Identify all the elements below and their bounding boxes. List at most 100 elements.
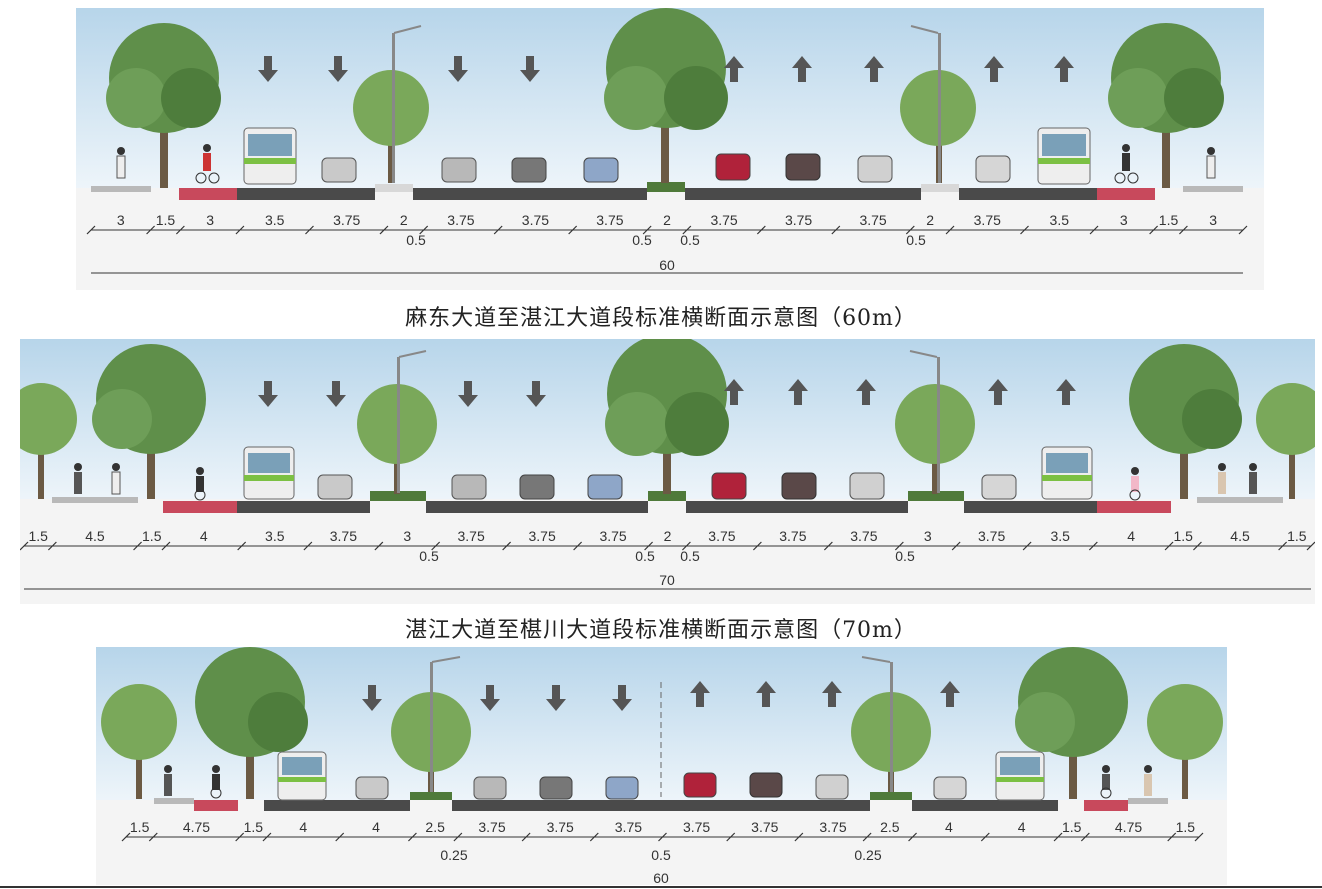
segment-width-label: 4.5 — [1230, 528, 1250, 544]
dimension-tick — [502, 541, 512, 551]
dimension-tick — [1088, 541, 1098, 551]
dimension-tick — [568, 225, 578, 235]
car-icon — [441, 157, 477, 183]
pedestrian-icon — [116, 147, 126, 179]
dimension-tick — [303, 541, 313, 551]
car-icon — [975, 155, 1011, 183]
bike-lane-right — [1084, 800, 1128, 811]
segment-width-label: 3.75 — [333, 212, 360, 228]
segment-width-label: 2 — [663, 212, 671, 228]
segment-width-label: 3.75 — [779, 528, 806, 544]
tree-icon — [92, 344, 206, 499]
dimension-tick — [146, 225, 156, 235]
arrow-up-icon — [856, 379, 876, 405]
pedestrian-icon — [74, 463, 82, 494]
segment-width-label: 3.75 — [683, 819, 710, 835]
car-icon — [519, 474, 555, 500]
arrow-up-icon — [788, 379, 808, 405]
car-icon — [781, 472, 817, 500]
sidewalk-right — [1183, 186, 1243, 192]
tree-icon — [353, 70, 429, 183]
dimension-tick — [419, 225, 429, 235]
dimension-tick — [493, 225, 503, 235]
car-icon — [587, 474, 623, 500]
arrow-down-icon — [258, 56, 278, 82]
arrow-up-icon — [724, 56, 744, 82]
arrow-down-icon — [612, 685, 632, 711]
cyclist-icon — [195, 144, 220, 184]
lanes-right-outer — [959, 188, 1097, 200]
lanes-right-main — [685, 188, 921, 200]
segment-width-label: 1.5 — [1176, 819, 1196, 835]
dimension-tick — [47, 541, 57, 551]
dimension-tick — [121, 832, 131, 842]
segment-width-label: 3.75 — [615, 819, 642, 835]
tree-icon — [605, 339, 729, 494]
central-median — [647, 182, 685, 192]
total-width-label: 70 — [659, 572, 675, 588]
bus-icon — [243, 446, 295, 500]
dimension-tick — [642, 225, 652, 235]
offset-label: 0.5 — [406, 232, 426, 248]
arrow-down-icon — [326, 381, 346, 407]
car-icon — [473, 776, 507, 800]
arrow-up-icon — [864, 56, 884, 82]
segment-width-label: 1.5 — [142, 528, 162, 544]
dimension-tick — [20, 541, 29, 551]
offset-label: 0.5 — [895, 548, 915, 564]
arrow-down-icon — [328, 56, 348, 82]
cyclist-icon — [1129, 467, 1141, 501]
dimension-tick — [682, 541, 691, 551]
offset-label: 0.5 — [651, 847, 671, 863]
segment-width-label: 3.75 — [850, 528, 877, 544]
dimension-tick — [831, 225, 841, 235]
segment-width-label: 2.5 — [425, 819, 445, 835]
dimension-tick — [726, 832, 736, 842]
dimension-tick — [237, 541, 247, 551]
car-icon — [317, 474, 353, 500]
segment-width-label: 4 — [200, 528, 208, 544]
segment-width-label: 3.75 — [599, 528, 626, 544]
segment-width-label: 3.75 — [978, 528, 1005, 544]
tree-icon — [1108, 23, 1224, 188]
dimension-tick — [682, 225, 692, 235]
segment-width-label: 4.75 — [183, 819, 210, 835]
dimension-tick — [379, 225, 389, 235]
segment-width-label: 1.5 — [244, 819, 264, 835]
dimension-tick — [175, 225, 185, 235]
offset-label: 0.25 — [440, 847, 467, 863]
segment-width-label: 3.75 — [974, 212, 1001, 228]
segment-width-label: 3.75 — [710, 212, 737, 228]
tree-icon — [1015, 647, 1128, 799]
streetlight-icon — [430, 656, 461, 792]
car-icon — [539, 776, 573, 800]
dimension-tick — [756, 225, 766, 235]
dimension-tick — [431, 541, 441, 551]
segment-width-label: 2 — [926, 212, 934, 228]
dimension-tick — [335, 832, 345, 842]
segment-width-label: 3.5 — [1050, 212, 1070, 228]
arrow-down-icon — [526, 381, 546, 407]
segment-width-label: 4.75 — [1115, 819, 1142, 835]
lanes-left-main — [426, 501, 648, 513]
segment-width-label: 3 — [1120, 212, 1128, 228]
dimension-tick — [905, 225, 915, 235]
segment-width-label: 1.5 — [1062, 819, 1082, 835]
dimension-tick — [945, 225, 955, 235]
dimension-tick — [658, 832, 667, 842]
segment-width-label: 3.75 — [458, 528, 485, 544]
section-caption: 麻东大道至湛江大道段标准横断面示意图（60m） — [405, 306, 917, 331]
bike-lane-left — [179, 188, 237, 200]
offset-label: 0.5 — [632, 232, 652, 248]
arrow-up-icon — [1056, 379, 1076, 405]
cyclist-icon — [194, 467, 206, 501]
segment-width-label: 4 — [945, 819, 953, 835]
dimension-tick — [1194, 832, 1204, 842]
offset-label: 0.5 — [635, 548, 655, 564]
lanes-left-outer — [237, 188, 375, 200]
